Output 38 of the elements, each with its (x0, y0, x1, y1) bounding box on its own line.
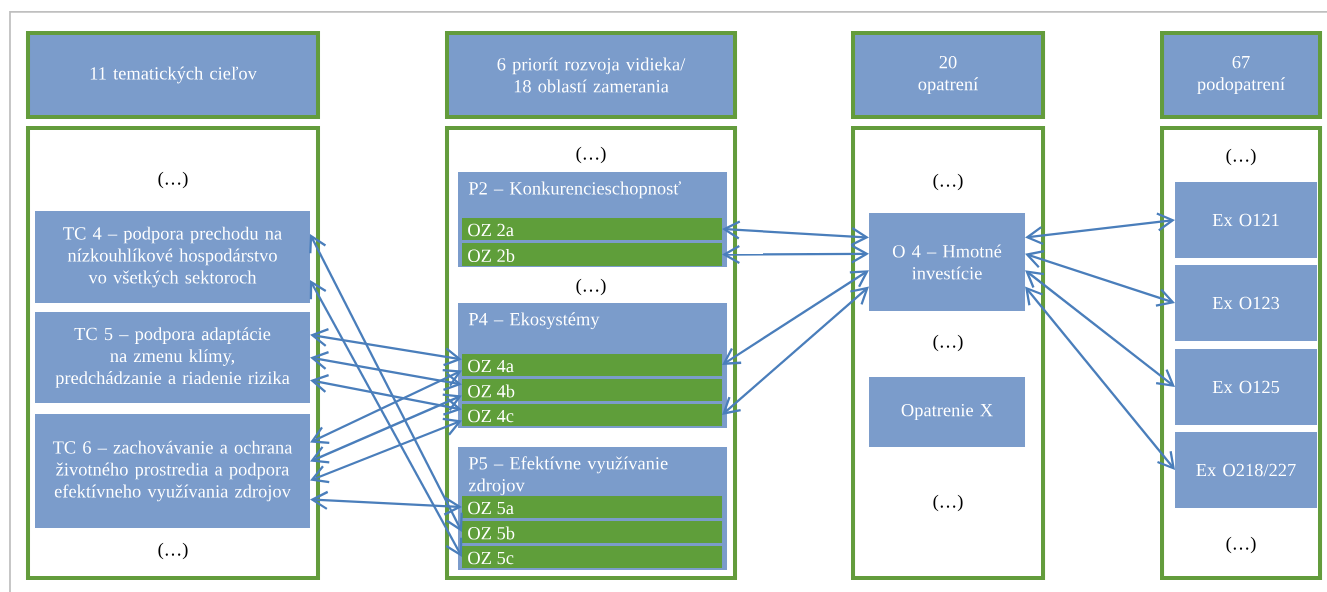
focus-area-bar: OZ 5a (462, 496, 722, 518)
arrow (722, 286, 869, 415)
item-box: Ex O218/227 (1175, 432, 1318, 508)
focus-area-bar: OZ 2b (462, 243, 722, 266)
focus-area-bar: OZ 2a (462, 218, 722, 240)
arrow (310, 328, 462, 367)
arrow (309, 280, 463, 557)
item-box: Ex O123 (1175, 265, 1318, 341)
item-box: TC 5 – podpora adaptácie na zmenu klímy, predchádzanie a riadenie rizika (35, 312, 310, 403)
arrow (310, 393, 462, 464)
arrow (722, 270, 869, 365)
arrow (310, 417, 462, 484)
item-box: TC 4 – podpora prechodu na nízkouhlíkové hospodárstvo vo všetkých sektoroch (35, 211, 310, 303)
arrow (1025, 286, 1176, 470)
arrow (1025, 270, 1175, 387)
column-header: 6 priorít rozvoja vidieka/ 18 oblastí zamerania (445, 31, 738, 119)
arrow (310, 351, 462, 391)
arrow (722, 220, 869, 246)
item-box: Ex O121 (1175, 182, 1318, 258)
focus-area-bar: OZ 4a (462, 354, 722, 376)
column-header: 11 tematických cieľov (26, 31, 321, 119)
arrow (722, 244, 869, 264)
focus-area-bar: OZ 5c (462, 546, 722, 568)
column-header: 20 opatrení (851, 31, 1046, 119)
column-header: 67 podopatrení (1160, 31, 1323, 119)
item-box: Opatrenie X (869, 377, 1025, 447)
focus-area-bar: OZ 4b (462, 379, 722, 401)
item-box: O 4 – Hmotné investície (869, 213, 1025, 311)
focus-area-bar: OZ 4c (462, 404, 722, 426)
item-box: Ex O125 (1175, 349, 1318, 425)
arrow (309, 234, 463, 532)
arrow (310, 369, 462, 444)
focus-area-bar: OZ 5b (462, 521, 722, 543)
arrow (310, 490, 462, 516)
arrow (310, 374, 462, 416)
item-box: TC 6 – zachovávanie a ochrana životného prostredia a podpora efektívneho využívania zdrojov (35, 414, 310, 528)
arrow (1025, 212, 1175, 245)
arrow (1025, 250, 1175, 307)
